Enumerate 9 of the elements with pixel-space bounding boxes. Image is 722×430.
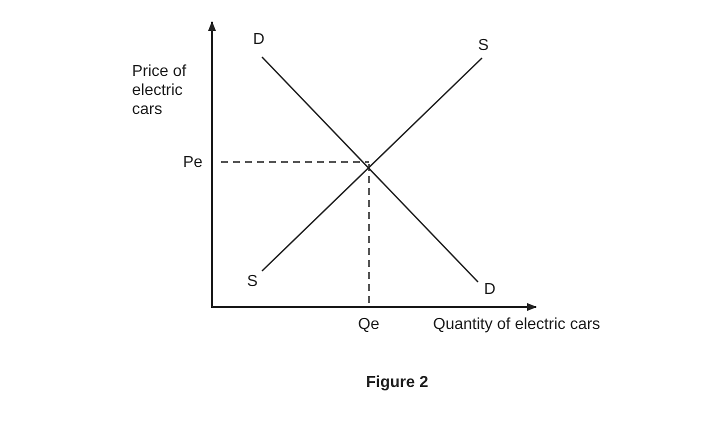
price-label: Pe [183,153,203,172]
axis-label: Price of electric cars [132,62,188,119]
axis-label: Quantity of electric cars [433,315,600,334]
curve-label: D [484,280,496,299]
figure-caption: Figure 2 [366,373,428,392]
quantity-label: Qe [358,315,380,334]
curve-label: S [478,36,489,55]
curve-label: D [253,30,265,49]
curve-label: S [247,272,258,291]
